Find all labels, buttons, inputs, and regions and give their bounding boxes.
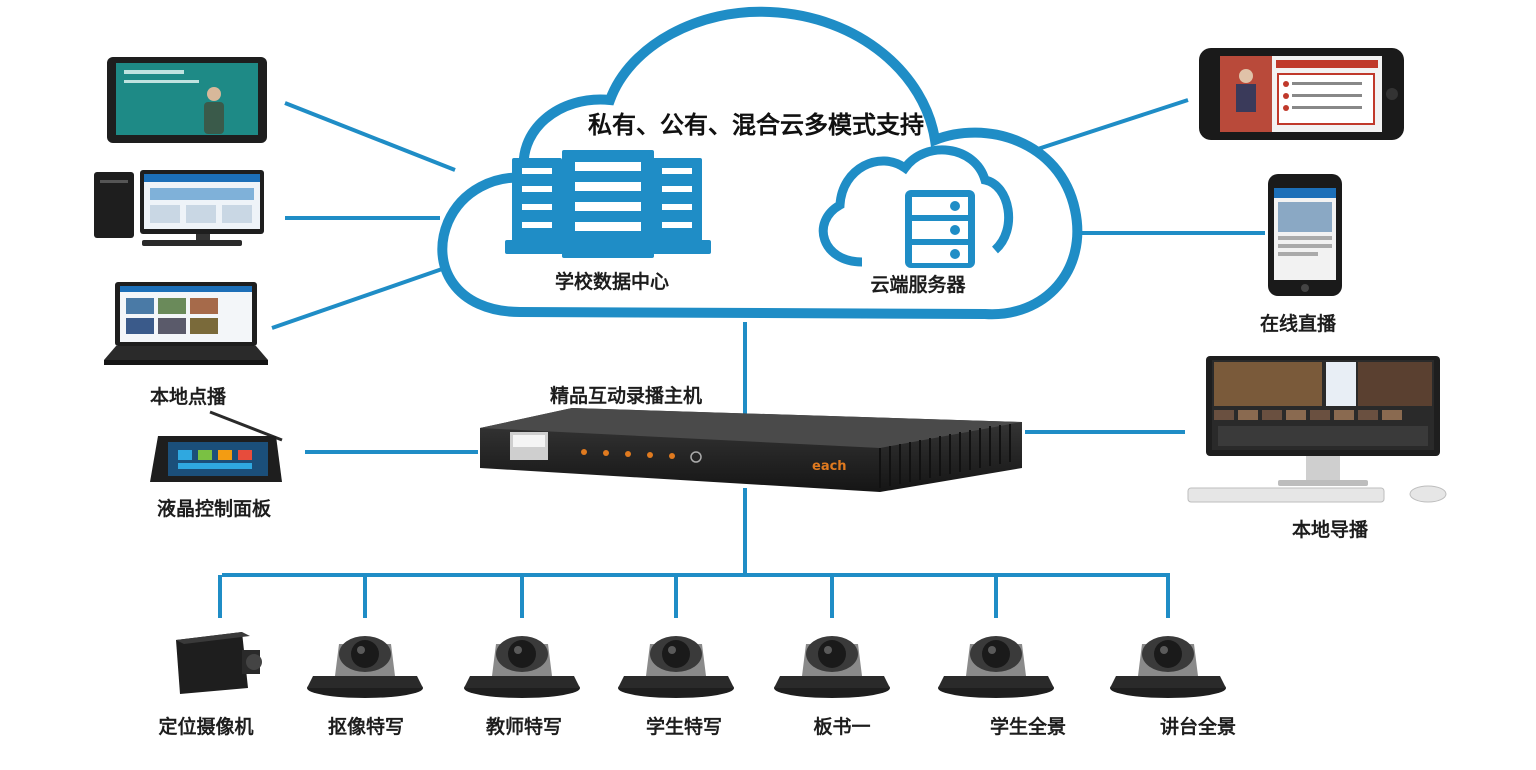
ptz-camera-icon [774, 636, 890, 698]
connector-lines [218, 98, 1265, 618]
director-label: 本地导播 [1292, 518, 1369, 541]
camera-drop-lines [218, 575, 1170, 618]
server-label: 云端服务器 [870, 273, 966, 296]
desktop-pc [94, 170, 264, 246]
ptz-camera-icon [618, 636, 734, 698]
ptz-camera-icon [1110, 636, 1226, 698]
camera-label-6: 讲台全景 [1160, 715, 1236, 738]
camera-label-0: 定位摄像机 [158, 715, 253, 738]
lcd-control-panel [150, 410, 283, 482]
smartphone-landscape [1199, 48, 1404, 140]
line-tablet-cloud [284, 101, 456, 172]
ptz-camera-icon [464, 636, 580, 698]
server-rack-slots [522, 162, 692, 231]
recording-host: each [480, 408, 1022, 492]
laptop [104, 282, 268, 365]
smartphone-portrait [1268, 174, 1342, 296]
cloud-server-icon [818, 145, 1013, 268]
camera-label-5: 学生全景 [990, 715, 1066, 738]
box-camera-icon [176, 632, 262, 694]
tablet-teaching-screen [107, 57, 267, 143]
cloud-title: 私有、公有、混合云多模式支持 [588, 111, 924, 139]
datacenter-label: 学校数据中心 [555, 270, 669, 293]
camera-label-1: 抠像特写 [328, 715, 404, 738]
control-panel-label: 液晶控制面板 [157, 497, 272, 520]
camera-label-3: 学生特写 [646, 715, 722, 738]
director-monitor [1187, 356, 1447, 503]
ptz-camera-icon [307, 636, 423, 698]
laptop-label: 本地点播 [150, 385, 227, 408]
ptz-camera-icon [938, 636, 1054, 698]
live-label: 在线直播 [1260, 312, 1337, 335]
cloud: 私有、公有、混合云多模式支持 学校数据中心 [437, 6, 1083, 320]
camera-label-2: 教师特写 [486, 715, 562, 738]
line-laptop-cloud [271, 266, 446, 330]
camera-row: 定位摄像机 抠像特写 教师特写 学生特写 板书一 学生全景 讲台全景 [158, 632, 1236, 738]
host-label: 精品互动录播主机 [550, 384, 702, 407]
host-brand: each [812, 459, 847, 474]
camera-label-4: 板书一 [813, 715, 870, 738]
host-vent-left [879, 424, 1011, 488]
